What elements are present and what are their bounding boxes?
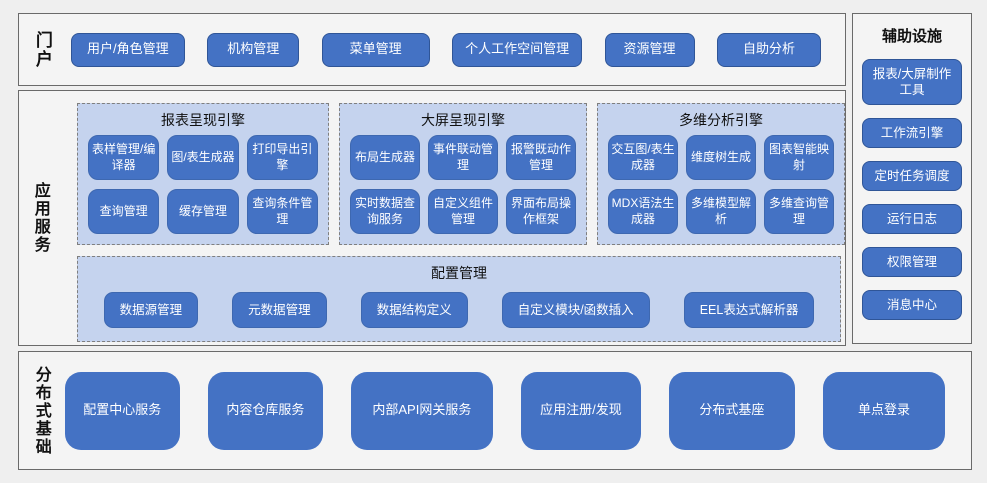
section-auxiliary-facilities: 辅助设施 报表/大屏制作工具 工作流引擎 定时任务调度 运行日志 权限管理 消息… xyxy=(852,13,972,344)
section-distributed-base: 分布式基础 配置中心服务 内容仓库服务 内部API网关服务 应用注册/发现 分布… xyxy=(18,351,972,470)
panel-modules: 数据源管理 元数据管理 数据结构定义 自定义模块/函数插入 EEL表达式解析器 xyxy=(78,292,840,328)
portal-modules: 用户/角色管理 机构管理 菜单管理 个人工作空间管理 资源管理 自助分析 xyxy=(70,32,835,67)
panel-modules: 交互图/表生成器 维度树生成 图表智能映射 MDX语法生成器 多维模型解析 多维… xyxy=(598,133,844,244)
module-workflow-engine: 工作流引擎 xyxy=(862,118,962,148)
module-message-center: 消息中心 xyxy=(862,290,962,320)
module-org-management: 机构管理 xyxy=(207,32,300,67)
module-custom-component-management: 自定义组件管理 xyxy=(428,189,498,234)
module-multidim-model-parsing: 多维模型解析 xyxy=(686,189,756,234)
module-data-structure-definition: 数据结构定义 xyxy=(360,292,468,328)
panel-dashboard-rendering-engine: 大屏呈现引擎 布局生成器 事件联动管理 报警既动作管理 实时数据查询服务 自定义… xyxy=(339,103,587,245)
section-app-services-label: 应用服务 xyxy=(31,182,49,254)
module-mdx-syntax-generator: MDX语法生成器 xyxy=(608,189,678,234)
module-personal-workspace-management: 个人工作空间管理 xyxy=(452,32,583,67)
section-portal: 门户 用户/角色管理 机构管理 菜单管理 个人工作空间管理 资源管理 自助分析 xyxy=(18,13,846,86)
module-metadata-management: 元数据管理 xyxy=(232,292,327,328)
panel-title: 配置管理 xyxy=(431,265,487,281)
module-distributed-base: 分布式基座 xyxy=(668,371,795,450)
module-report-template-compiler: 表样管理/编译器 xyxy=(88,135,160,180)
module-layout-generator: 布局生成器 xyxy=(350,135,420,180)
panel-config-management: 配置管理 数据源管理 元数据管理 数据结构定义 自定义模块/函数插入 EEL表达… xyxy=(77,256,841,342)
panel-title: 多维分析引擎 xyxy=(679,112,763,128)
module-chart-smart-mapping: 图表智能映射 xyxy=(764,135,834,180)
module-ui-layout-framework: 界面布局操作框架 xyxy=(506,189,576,234)
module-realtime-data-query-service: 实时数据查询服务 xyxy=(350,189,420,234)
module-content-repository-service: 内容仓库服务 xyxy=(207,371,323,450)
module-custom-module-function-insert: 自定义模块/函数插入 xyxy=(501,292,650,328)
module-scheduled-task-scheduler: 定时任务调度 xyxy=(862,161,962,191)
module-config-center-service: 配置中心服务 xyxy=(64,371,180,450)
section-portal-label: 门户 xyxy=(32,30,52,69)
module-event-linkage-management: 事件联动管理 xyxy=(428,135,498,180)
module-resource-management: 资源管理 xyxy=(604,32,695,67)
module-print-export-engine: 打印导出引擎 xyxy=(246,135,318,180)
module-report-dashboard-authoring-tool: 报表/大屏制作工具 xyxy=(862,59,962,105)
module-multidim-query-management: 多维查询管理 xyxy=(764,189,834,234)
module-interactive-chart-generator: 交互图/表生成器 xyxy=(608,135,678,180)
panel-modules: 表样管理/编译器 图/表生成器 打印导出引擎 查询管理 缓存管理 查询条件管理 xyxy=(78,133,328,244)
module-menu-management: 菜单管理 xyxy=(321,32,430,67)
section-distributed-label: 分布式基础 xyxy=(32,365,50,456)
module-user-role-management: 用户/角色管理 xyxy=(70,32,185,67)
module-eel-expression-parser: EEL表达式解析器 xyxy=(683,292,815,328)
module-app-register-discovery: 应用注册/发现 xyxy=(520,371,641,450)
module-single-sign-on: 单点登录 xyxy=(822,371,945,450)
module-dimension-tree-generation: 维度树生成 xyxy=(686,135,756,180)
module-alarm-action-management: 报警既动作管理 xyxy=(506,135,576,180)
module-internal-api-gateway-service: 内部API网关服务 xyxy=(350,371,493,450)
panel-modules: 布局生成器 事件联动管理 报警既动作管理 实时数据查询服务 自定义组件管理 界面… xyxy=(340,133,586,244)
panel-title: 报表呈现引擎 xyxy=(161,112,245,128)
distributed-modules: 配置中心服务 内容仓库服务 内部API网关服务 应用注册/发现 分布式基座 单点… xyxy=(64,371,945,450)
panel-olap-analysis-engine: 多维分析引擎 交互图/表生成器 维度树生成 图表智能映射 MDX语法生成器 多维… xyxy=(597,103,845,245)
section-auxiliary-label: 辅助设施 xyxy=(881,28,942,45)
section-app-services: 应用服务 报表呈现引擎 表样管理/编译器 图/表生成器 打印导出引擎 查询管理 … xyxy=(18,90,846,346)
engine-panels: 报表呈现引擎 表样管理/编译器 图/表生成器 打印导出引擎 查询管理 缓存管理 … xyxy=(77,103,845,245)
panel-report-rendering-engine: 报表呈现引擎 表样管理/编译器 图/表生成器 打印导出引擎 查询管理 缓存管理 … xyxy=(77,103,329,245)
module-cache-management: 缓存管理 xyxy=(167,189,239,234)
module-query-condition-management: 查询条件管理 xyxy=(246,189,318,234)
module-self-service-analysis: 自助分析 xyxy=(716,32,821,67)
module-chart-table-generator: 图/表生成器 xyxy=(167,135,239,180)
module-query-management: 查询管理 xyxy=(88,189,160,234)
panel-title: 大屏呈现引擎 xyxy=(421,112,505,128)
module-permission-management: 权限管理 xyxy=(862,247,962,277)
module-run-log: 运行日志 xyxy=(862,204,962,234)
module-datasource-management: 数据源管理 xyxy=(103,292,199,328)
